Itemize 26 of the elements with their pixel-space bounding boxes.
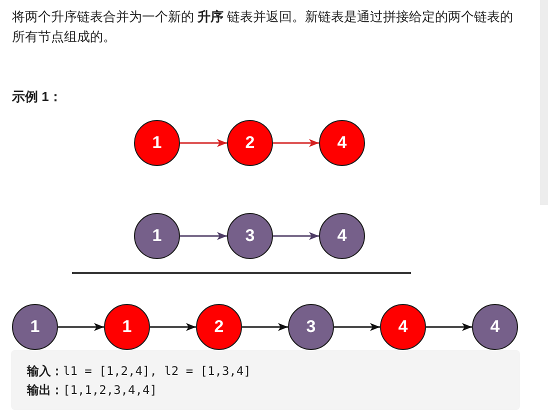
arrow	[426, 323, 472, 331]
node-circle: 1	[12, 304, 58, 350]
arrow	[273, 232, 319, 240]
node-circle: 4	[472, 304, 518, 350]
example-heading: 示例 1：	[12, 88, 62, 106]
node-circle: 4	[319, 213, 365, 259]
node-circle: 2	[196, 304, 242, 350]
code-block	[11, 350, 520, 410]
node-circle: 4	[319, 120, 365, 166]
description-text: 将两个升序链表合并为一个新的 升序 链表并返回。新链表是通过拼接给定的两个链表的所有节点组成的。	[12, 8, 514, 46]
arrow	[150, 323, 196, 331]
arrow	[58, 323, 104, 331]
arrow	[180, 139, 227, 147]
arrow	[180, 232, 227, 240]
arrow	[334, 323, 380, 331]
code-line: 输入：l1 = [1,2,4], l2 = [1,3,4]	[27, 363, 251, 380]
node-circle: 1	[104, 304, 150, 350]
node-circle: 1	[134, 213, 180, 259]
node-circle: 3	[288, 304, 334, 350]
code-line: 输出：[1,1,2,3,4,4]	[27, 382, 157, 399]
arrow	[273, 139, 319, 147]
node-circle: 3	[227, 213, 273, 259]
node-circle: 4	[380, 304, 426, 350]
node-circle: 2	[227, 120, 273, 166]
node-circle: 1	[134, 120, 180, 166]
arrow	[242, 323, 288, 331]
